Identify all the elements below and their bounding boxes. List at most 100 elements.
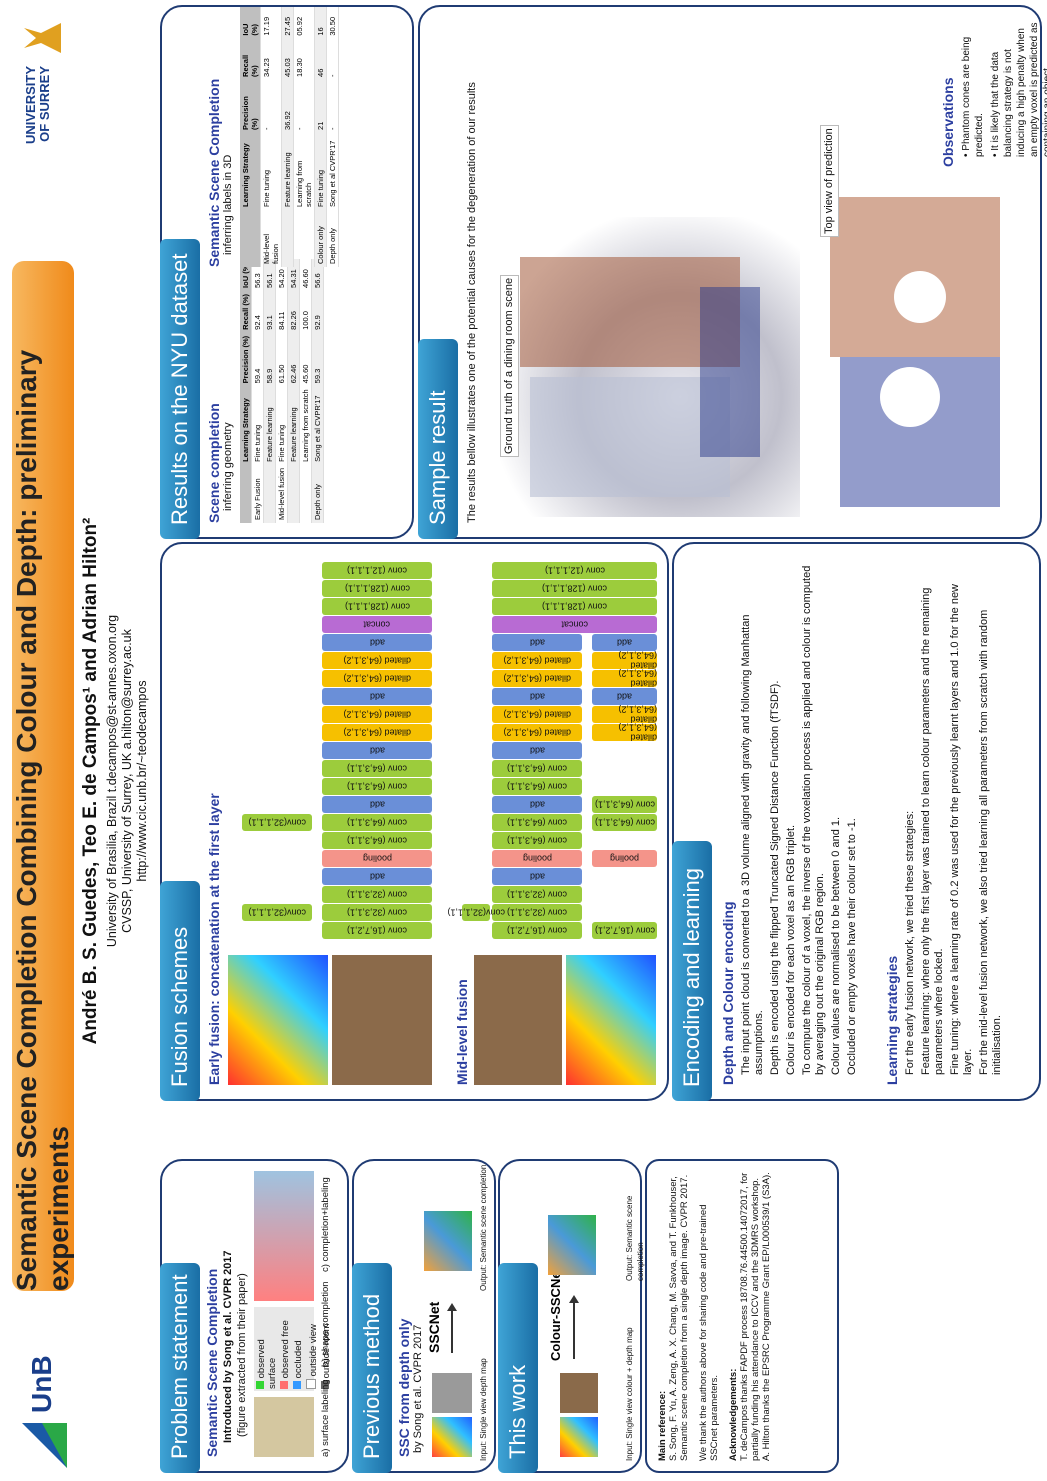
table-cell: 17.19: [260, 7, 282, 39]
affiliation-1: University of Brasilia, Brazil t.decampo…: [105, 614, 119, 948]
enc-bullet-2: Colour is encoded for each voxel as an R…: [785, 824, 797, 1075]
layer-block: conv (12,1,1,1): [492, 562, 657, 579]
sample-intro: The results bellow illustrates one of th…: [466, 82, 478, 523]
table-cell: Fine tuning: [275, 386, 288, 465]
table-cell: Song et al CVPR'17: [326, 132, 339, 210]
table-cell: -: [293, 79, 315, 133]
ground-truth-image: [500, 217, 800, 517]
previous-output-caption: Output: Semantic scene completion: [479, 1164, 488, 1291]
unb-logo-icon: [22, 1423, 67, 1468]
layer-block: add: [322, 742, 432, 759]
layer-block: add: [492, 796, 582, 813]
table-cell: Feature learning: [263, 386, 276, 465]
problem-panel: Problem statement Semantic Scene Complet…: [160, 1159, 349, 1473]
layer-block: conv (128,1,1,1): [492, 580, 657, 597]
mid-depth-image: [566, 955, 656, 1085]
table-cell: -: [260, 79, 282, 133]
table-cell: Mid-level fusion: [275, 464, 288, 523]
observation-0: • Phantom cones are being predicted.: [961, 36, 985, 157]
mid-fusion-head: Mid-level fusion: [454, 979, 470, 1085]
thiswork-panel: This work Colour-SSCNet Input: Single vi…: [498, 1159, 645, 1473]
depth-cloud-image: [432, 1373, 472, 1413]
caption-a: a) surface labeling: [320, 1379, 331, 1457]
mid-colour-image: [474, 955, 562, 1085]
sscnet-label: SSCNet: [426, 1301, 442, 1353]
main-ref-head: Main reference:: [657, 1390, 668, 1461]
layer-block: conv (64,3,1,1): [492, 760, 582, 777]
caption-c: c) completion+labeling: [320, 1177, 331, 1272]
problem-bullet: Introduced by Song et al. CVPR 2017: [222, 1250, 234, 1443]
surface-label-image: [254, 1397, 314, 1457]
surrey-logo: UNIVERSITY OF SURREY: [10, 11, 72, 151]
table-cell: 18.30: [293, 38, 315, 80]
table-header-cell: Recall (%): [240, 38, 261, 80]
layer-block: conv (16,7,2,1): [492, 922, 582, 939]
sample-panel: Sample result The results bellow illustr…: [418, 5, 1047, 539]
legend-3: outside view: [308, 1324, 319, 1377]
table-cell: Fine tuning: [314, 132, 327, 210]
table-header-cell: [240, 464, 252, 523]
table-cell: Colour only: [314, 210, 327, 267]
layer-block: dilated (64,3,1,2): [492, 724, 582, 741]
layer-block: dilated (64,3,1,2): [322, 670, 432, 687]
table-header-cell: Precision (%): [240, 332, 252, 387]
references: Main reference: S. Song, F. Yu, A. Zeng,…: [657, 1171, 772, 1461]
table-cell: 100.0: [299, 290, 312, 333]
colour-sscnet-label: Colour-SSCNet: [548, 1267, 563, 1361]
layer-block: add: [492, 742, 582, 759]
references-panel: Main reference: S. Song, F. Yu, A. Zeng,…: [645, 1159, 839, 1473]
table-cell: Feature learning: [287, 386, 300, 465]
previous-sub: by Song et al. CVPR 2017: [412, 1324, 424, 1453]
depth-map-image: [432, 1417, 472, 1457]
obs-head: Observations: [940, 77, 956, 167]
affiliations: University of Brasilia, Brazil t.decampo…: [105, 421, 150, 1141]
ssc-head: Semantic Scene Completion: [206, 78, 222, 267]
layer-block: dilated (64,3,1,2): [492, 652, 582, 669]
encoding-panel: Encoding and learning Depth and Colour e…: [672, 542, 1041, 1101]
voxel-cloud-top: [830, 197, 1000, 507]
caption-b: b) shape completion: [320, 1281, 331, 1367]
table-cell: 84.11: [275, 290, 288, 333]
learn-bullet-0: For the early fusion network, we tried t…: [904, 810, 916, 1075]
ssc-sub: inferring labels in 3D: [222, 154, 234, 255]
learning-bullets: For the early fusion network, we tried t…: [904, 555, 1007, 1075]
tw-colour-image: [560, 1373, 598, 1413]
layer-block: dilated (64,3,1,2): [492, 706, 582, 723]
table-cell: 61.50: [275, 332, 288, 387]
problem-figure: observed surface observed free occluded …: [254, 1167, 344, 1457]
layer-block: conv (64,3,1,1): [322, 832, 432, 849]
early-colour-image: [332, 955, 432, 1085]
layer-block: conv(32,1,1,1): [242, 904, 312, 921]
table-cell: Fine tuning: [260, 132, 282, 210]
gt-caption: Ground truth of a dining room scene: [500, 274, 519, 457]
layer-block: add: [322, 868, 432, 885]
mid-fusion-net: conv (16,7,2,1)conv (32,3,1,1)conv (32,3…: [447, 549, 662, 939]
observation-legend: observed surface observed free occluded …: [254, 1307, 332, 1391]
encoding-header: Encoding and learning: [672, 841, 712, 1101]
table-cell: Learning from scratch: [293, 132, 315, 210]
table-cell: Learning from scratch: [299, 386, 312, 465]
affiliation-3: http://www.cic.unb.br/~teodecampos: [135, 680, 149, 882]
table-cell: 59.3: [311, 332, 324, 387]
problem-sub: (figure extracted from their paper): [236, 1273, 248, 1437]
learn-bullet-3: For the mid-level fusion network, we als…: [978, 609, 1003, 1075]
layer-block: conv (64,3,1,1): [322, 760, 432, 777]
table-cell: 59.4: [251, 332, 264, 387]
layer-block: conv (64,3,1,1): [592, 796, 657, 813]
table-header-cell: Recall (%): [240, 290, 252, 333]
table-cell: 46: [314, 38, 327, 80]
authors: André B. S. Guedes, Teo E. de Campos¹ an…: [80, 517, 101, 1045]
layer-block: dilated (64,3,1,2): [592, 669, 657, 689]
table-cell: 58.9: [263, 332, 276, 387]
results-panel: Results on the NYU dataset Scene complet…: [160, 5, 414, 539]
layer-block: conv (64,3,1,1): [492, 778, 582, 795]
